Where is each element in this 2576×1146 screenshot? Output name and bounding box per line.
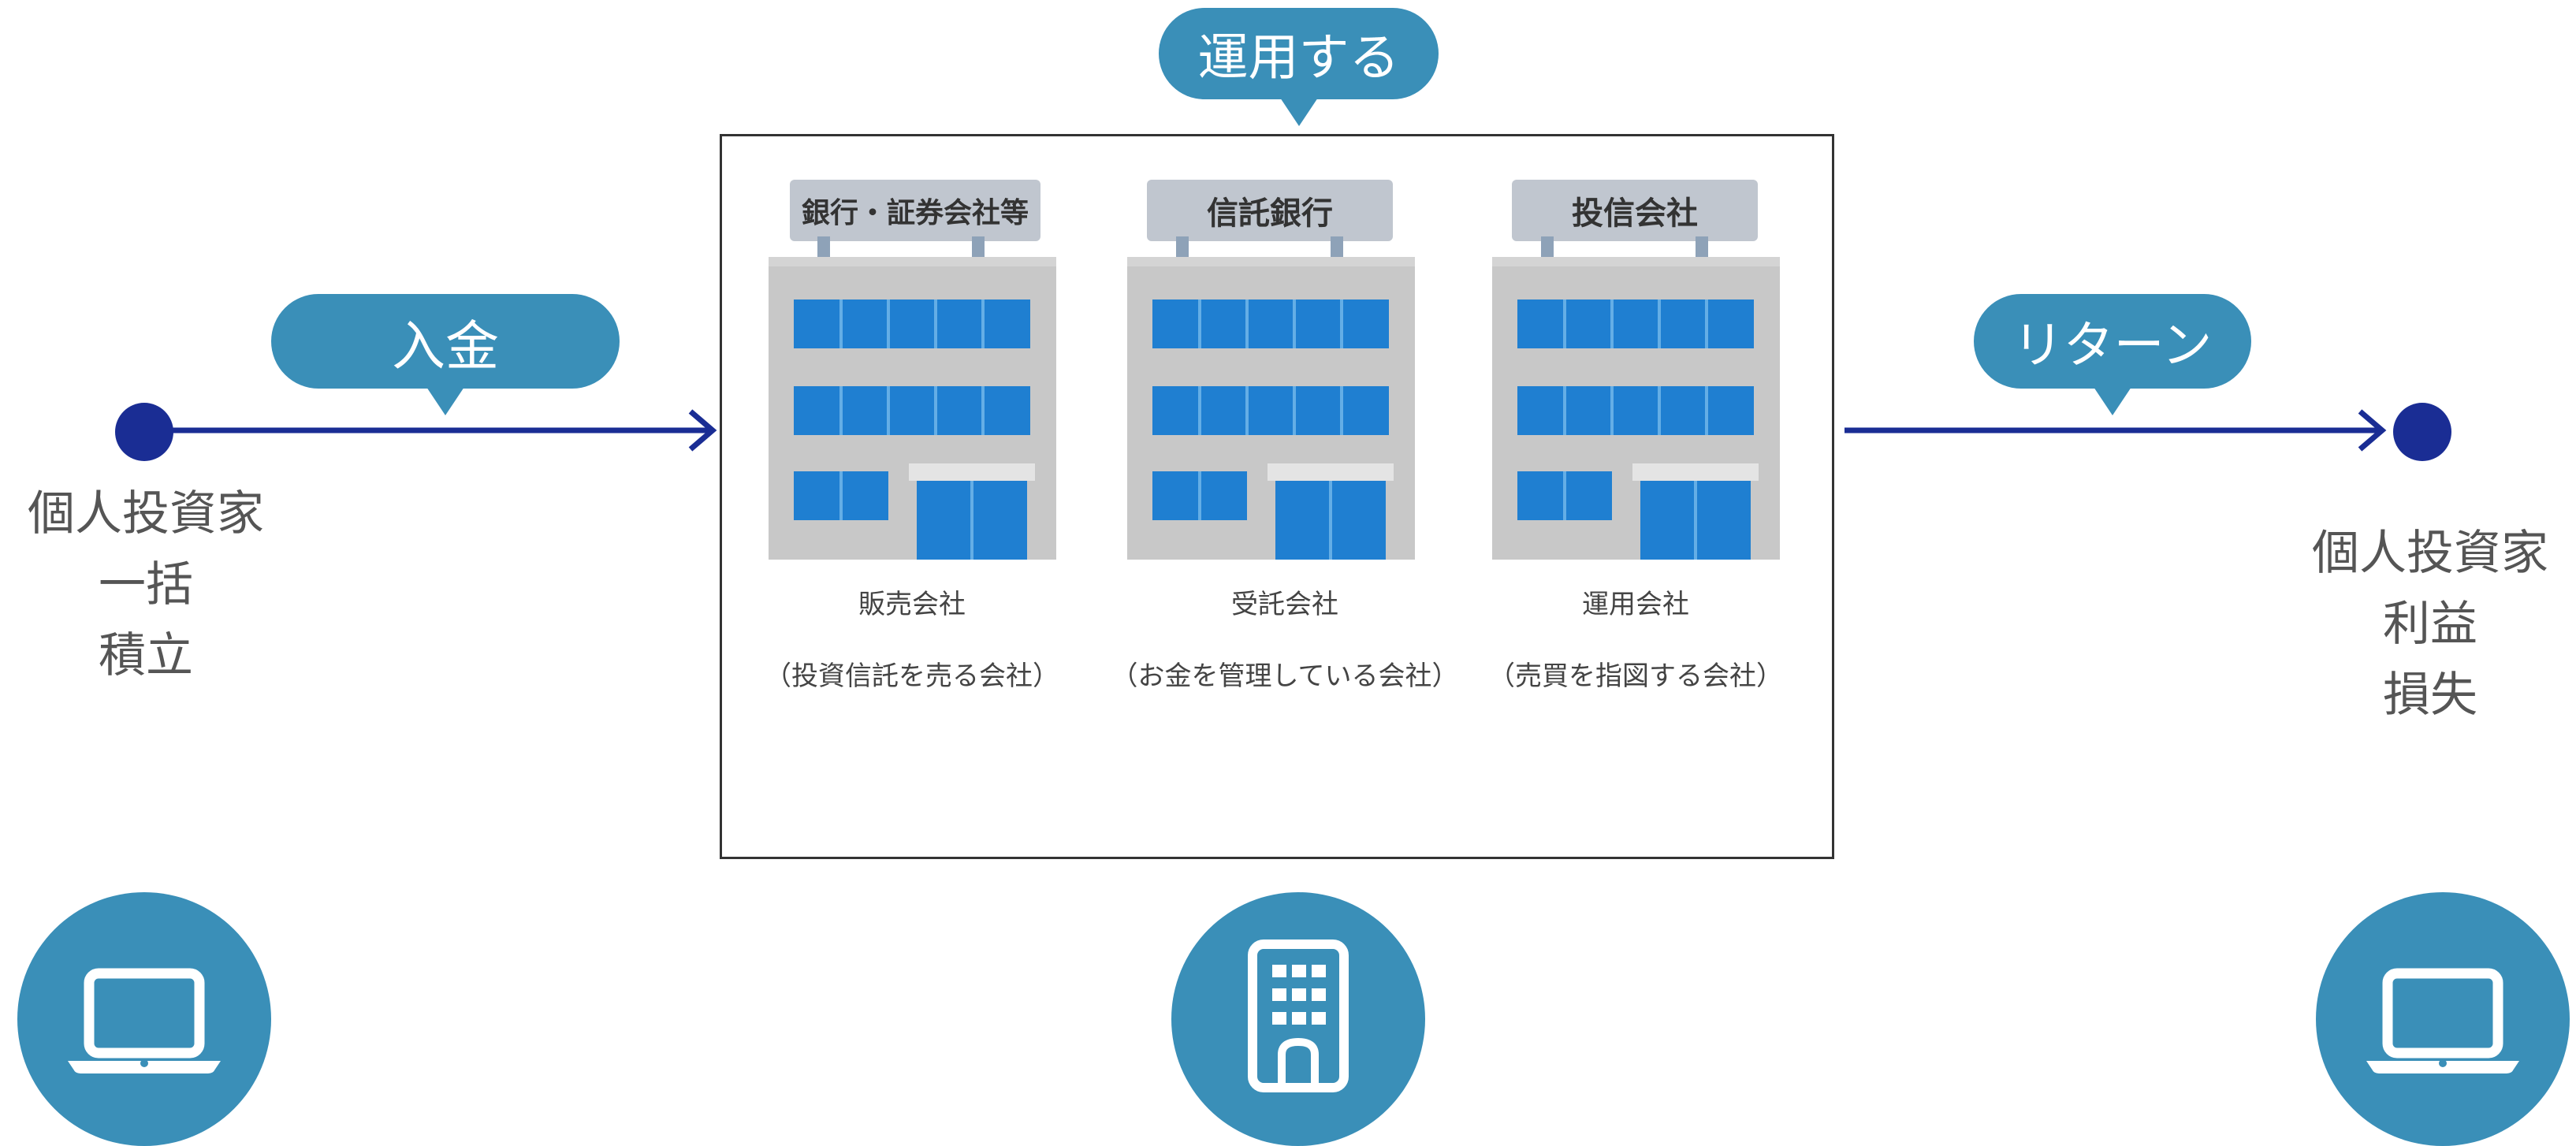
office-building-icon	[1248, 939, 1349, 1092]
right-investor-loss: 損失	[2383, 668, 2477, 723]
office-building-image-trust-bank	[1127, 236, 1415, 560]
operate-label: 運用する	[1197, 29, 1400, 87]
left-laptop-circle	[17, 892, 271, 1146]
left-investor-title: 個人投資家	[28, 486, 264, 541]
right-investor-title: 個人投資家	[2312, 526, 2548, 581]
right-laptop-circle	[2316, 892, 2570, 1146]
office-building-image-sales	[769, 236, 1056, 560]
right-investor-profit: 利益	[2383, 597, 2477, 652]
center-building-circle	[1171, 892, 1425, 1146]
deposit-bubble: 入金	[271, 294, 620, 415]
building-name-sales: 販売会社	[858, 589, 966, 620]
return-label: リターン	[2012, 317, 2213, 375]
right-investor-label: 個人投資家 利益 損失	[2284, 518, 2576, 731]
deposit-label: 入金	[391, 315, 499, 378]
laptop-icon	[2366, 968, 2519, 1073]
building-name-manager: 運用会社	[1582, 589, 1689, 620]
fund-structure-box	[720, 134, 1834, 859]
right-investor-node	[2393, 403, 2451, 461]
left-investor-label: 個人投資家 一括 積立	[0, 478, 292, 691]
building-desc-manager: （売買を指図する会社）	[1488, 660, 1783, 692]
left-investor-lumpsum: 一括	[99, 557, 193, 612]
laptop-icon	[68, 968, 221, 1073]
building-name-trustee: 受託会社	[1231, 589, 1338, 620]
building-sign-sales: 銀行・証券会社等	[790, 180, 1040, 241]
office-building-image-fund-company	[1492, 236, 1780, 560]
deposit-arrow-head	[688, 409, 717, 452]
operate-bubble: 運用する	[1159, 8, 1439, 126]
building-sign-fund-company: 投信会社	[1512, 180, 1758, 241]
building-desc-sales: （投資信託を売る会社）	[765, 660, 1059, 692]
building-desc-trustee: （お金を管理している会社）	[1111, 660, 1459, 692]
left-investor-installment: 積立	[99, 628, 193, 683]
return-bubble: リターン	[1974, 294, 2251, 415]
return-arrow-head	[2358, 409, 2387, 452]
building-sign-trust-bank: 信託銀行	[1147, 180, 1393, 241]
